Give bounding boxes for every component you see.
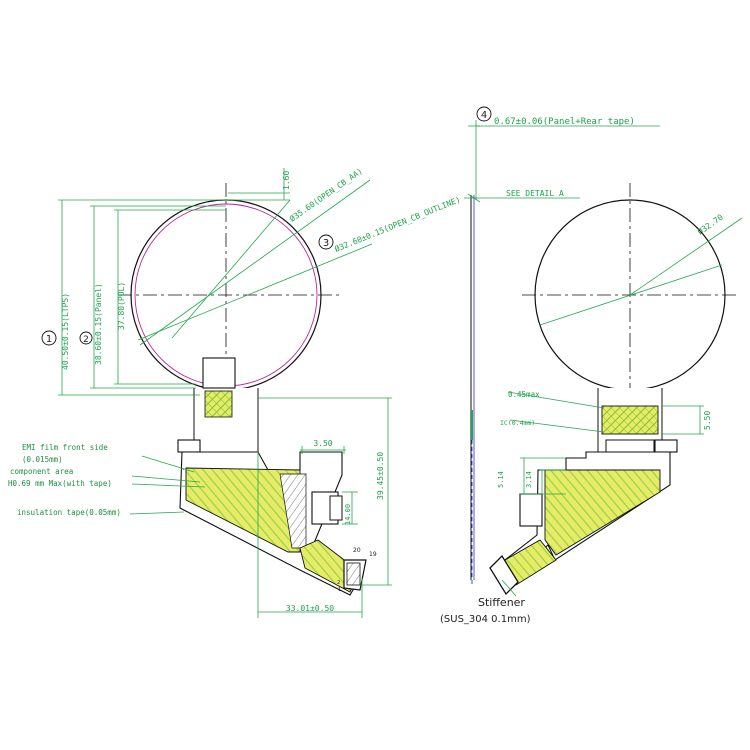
front-neck-hatch [204, 390, 233, 418]
dim-inner-diameter: Ø32.60±0.15(OPEN_CB_OUTLINE) [333, 194, 462, 254]
dim-stiffener-offset-2: 3.14 [525, 471, 533, 488]
rear-hatched-area [544, 469, 661, 556]
dim-thickness: 0.67±0.06(Panel+Rear tape) [494, 117, 635, 127]
label-component-area: component area [10, 467, 73, 476]
dim-outer-diameter: Ø35.60(OPEN_CB_AA) [287, 166, 364, 224]
front-dimension-lines [58, 168, 392, 618]
callout-2 [79, 331, 93, 345]
dim-top-offset: 1.60 [282, 171, 291, 190]
front-connector-inner [329, 495, 343, 521]
side-view: 4 0.67±0.06(Panel+Rear tape) SEE DETAIL … [464, 106, 660, 585]
label-stiffener-material: (SUS_304 0.1mm) [440, 614, 531, 625]
rear-dimension-lines [501, 217, 743, 597]
rear-stiffener [489, 554, 519, 596]
pin-b: 1 [338, 587, 341, 593]
label-stiffener: Stiffener [478, 596, 525, 609]
rear-view: Ø32.70 0.45max IC(0.4mm) 5.50 5.14 3.14 … [440, 183, 743, 625]
dim-height-aa: 37.80(POL) [117, 282, 126, 330]
callout-2-label: 2 [83, 335, 89, 345]
front-neck-pad [177, 439, 201, 453]
callout-1 [41, 330, 57, 346]
side-dimension-lines [464, 120, 660, 203]
dim-connector-height: 14.00 [344, 504, 352, 525]
callout-3-label: 3 [323, 238, 329, 249]
rear-ic-block [605, 439, 655, 453]
pin-last: 19 [369, 551, 377, 558]
dim-fpc-length: 39.45±0.50 [376, 452, 385, 500]
rear-ic-hatch [601, 405, 659, 435]
front-view: 1 2 3 40.50±0.15(LTPS) 38.60±0.15(Panel)… [8, 166, 462, 618]
dim-bottom-width: 33.01±0.50 [286, 604, 334, 613]
front-tail-pins [346, 562, 361, 586]
callout-4 [476, 106, 492, 122]
label-see-detail: SEE DETAIL A [506, 189, 564, 198]
label-insulation-tape: insulation tape(0.05mm) [17, 508, 121, 517]
front-callouts: 1 2 3 [41, 234, 334, 346]
pin-a: 2 [337, 580, 340, 586]
dim-height-panel: 38.60±0.15(Panel) [94, 283, 103, 365]
pin-first: 20 [353, 547, 361, 554]
dim-ic-height: 0.45max [508, 390, 540, 399]
dim-stiffener-offset: 5.14 [497, 471, 505, 488]
callout-3 [318, 234, 334, 250]
callout-4-label: 4 [481, 110, 487, 121]
label-emi-thickness: (0.015mm) [22, 455, 63, 464]
rear-right-pad [654, 439, 678, 453]
dim-height-tp: 40.50±0.15(LTPS) [61, 293, 70, 370]
label-emi-film: EMI film front side [22, 443, 108, 452]
label-ic: IC(0.4mm) [500, 419, 535, 427]
front-hatched-area [185, 467, 301, 553]
dim-fpc-width: 3.50 [313, 439, 332, 448]
front-neck-chip [202, 357, 236, 389]
label-component-height: H0.69 mm Max(with tape) [8, 479, 112, 488]
dim-ic-width: 5.50 [703, 411, 712, 430]
callout-1-label: 1 [46, 334, 52, 345]
rear-connector [519, 493, 543, 527]
